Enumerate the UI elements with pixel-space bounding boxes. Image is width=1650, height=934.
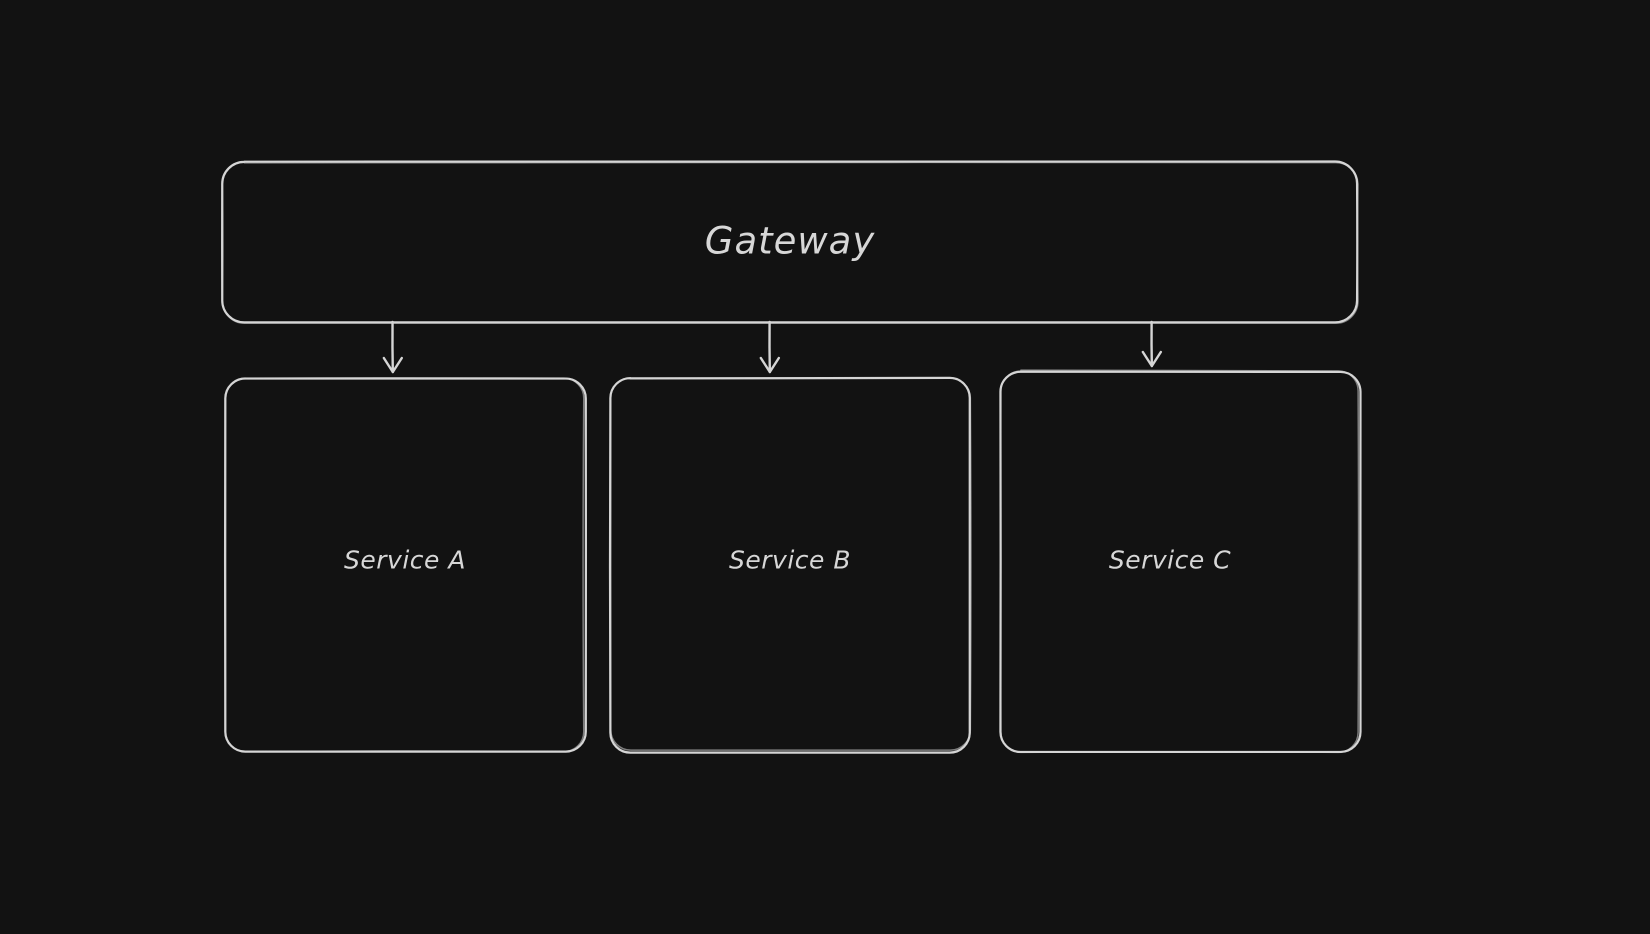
node-label-gateway: Gateway <box>704 219 876 263</box>
node-gateway[interactable] <box>222 161 1357 322</box>
node-service-b[interactable] <box>610 378 970 752</box>
node-label-service-b: Service B <box>729 545 851 575</box>
edge-gateway-service-a[interactable] <box>381 322 405 372</box>
node-label-service-a: Service A <box>344 545 466 575</box>
node-service-a[interactable] <box>225 378 585 752</box>
edge-gateway-service-b[interactable] <box>758 322 782 372</box>
edge-gateway-service-c[interactable] <box>1140 322 1164 366</box>
node-label-service-c: Service C <box>1108 545 1232 575</box>
node-service-c[interactable] <box>1000 372 1360 752</box>
